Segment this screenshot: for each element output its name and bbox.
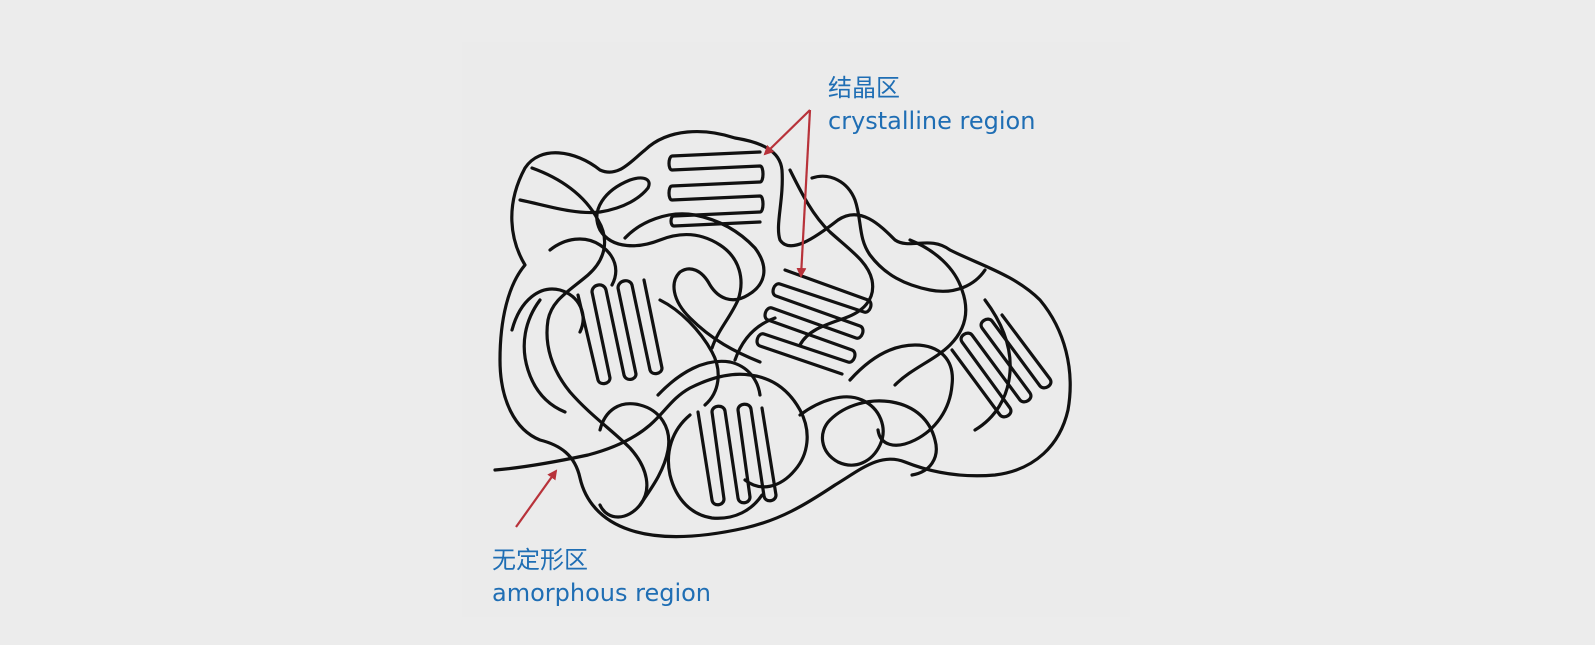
amorphous-label-en: amorphous region [492, 579, 712, 607]
chain-tangle-8 [848, 343, 954, 447]
chain-tangle-12 [522, 237, 618, 414]
chain-outer-contour [498, 130, 1072, 539]
crystalline-lamellae [576, 150, 1053, 507]
chain-tangle-15 [658, 298, 720, 407]
chain-tangle-4 [493, 372, 809, 489]
arrow-crystalline-center [796, 109, 812, 278]
lamella-stack-center [755, 268, 873, 376]
lamella-stack-left [576, 278, 664, 386]
amorphous-label-zh: 无定形区 [492, 546, 588, 574]
annotation-arrows [515, 109, 812, 528]
chain-tangle-5 [598, 402, 671, 507]
lamella-stack-bottom [696, 402, 778, 507]
chain-tangle-9 [810, 174, 987, 293]
crystalline-label-zh: 结晶区 [828, 74, 900, 102]
chain-tangle-2 [518, 176, 743, 350]
chain-tangle-10 [788, 168, 875, 347]
crystalline-region-label: 结晶区 crystalline region [828, 72, 1035, 138]
lamella-stack-top [667, 150, 765, 228]
chain-tangle-11 [893, 238, 968, 387]
amorphous-chains [493, 130, 1072, 539]
crystalline-label-en: crystalline region [828, 107, 1036, 135]
lamella-stack-right [950, 313, 1053, 419]
amorphous-region-label: 无定形区 amorphous region [492, 544, 711, 610]
chain-tangle-7 [798, 395, 938, 477]
chain-tangle-13 [666, 413, 764, 520]
arrow-amorphous [515, 469, 558, 528]
chain-tangle-16 [973, 298, 1012, 432]
arrow-crystalline-top [763, 109, 811, 156]
